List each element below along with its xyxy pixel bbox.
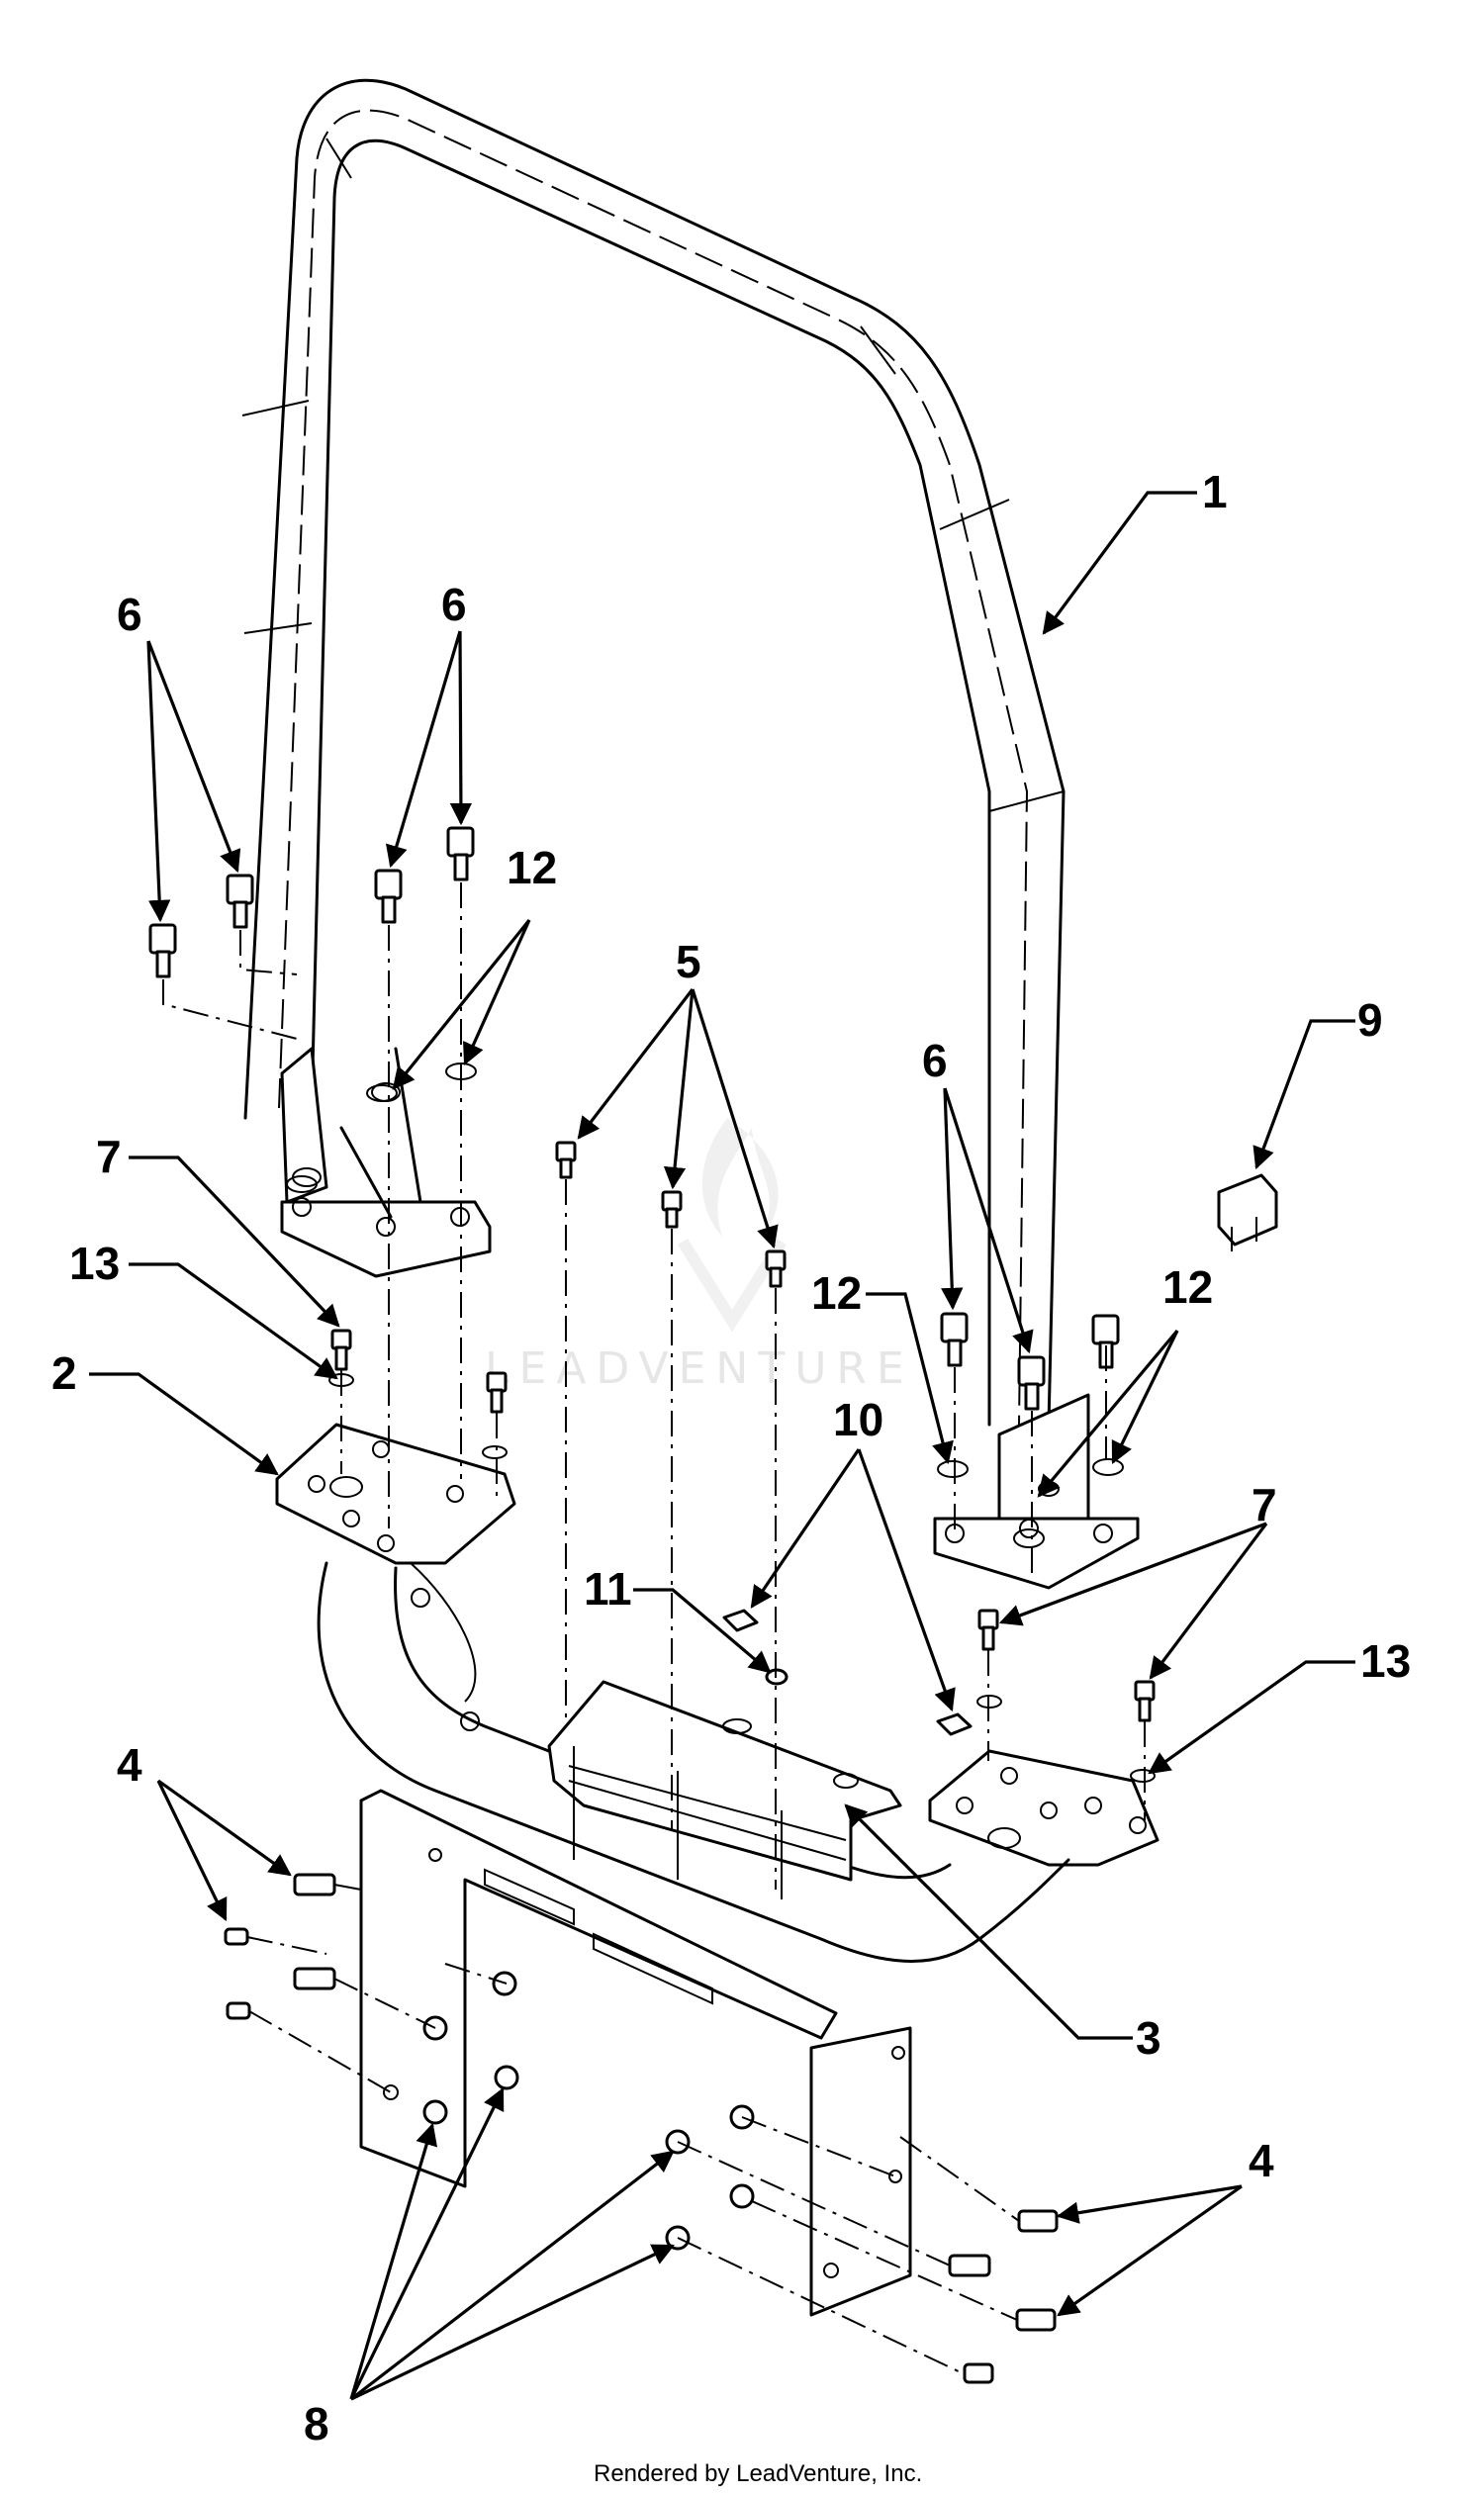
pin-4-f xyxy=(948,2254,991,2277)
left-upper-mount xyxy=(280,1047,492,1278)
bolt-6-c xyxy=(374,869,403,924)
right-lower-plate xyxy=(928,1749,1159,1867)
callout-10: 10 xyxy=(833,1394,883,1445)
clip-9 xyxy=(1217,1173,1278,1251)
pin-4-h xyxy=(963,2362,994,2384)
pin-4-e xyxy=(1017,2209,1059,2233)
pin-4-c xyxy=(293,1967,336,1990)
right-support-plate xyxy=(809,2026,912,2317)
bolt-5-a xyxy=(555,1141,577,1179)
pin-4-b xyxy=(224,1927,249,1946)
callout-3: 3 xyxy=(1136,2012,1161,2064)
callout-6-left: 6 xyxy=(117,589,142,640)
bolt-6-f xyxy=(1017,1355,1046,1411)
bolt-7-c xyxy=(977,1609,999,1651)
watermark-text: LEADVENTURE xyxy=(485,1343,914,1394)
callout-12-right: 12 xyxy=(1162,1261,1213,1313)
nuts-8 xyxy=(422,1971,755,2251)
callout-13-right: 13 xyxy=(1360,1635,1411,1687)
bolt-7-b xyxy=(486,1371,508,1414)
callout-12-left: 12 xyxy=(507,842,557,893)
callout-7-right: 7 xyxy=(1252,1479,1277,1530)
callout-numbers: 1 2 3 4 4 5 6 6 6 7 7 8 9 10 11 12 12 12… xyxy=(51,466,1411,2450)
center-bracket xyxy=(547,1680,902,1899)
callout-4-right: 4 xyxy=(1249,2135,1274,2186)
watermark-logo-icon xyxy=(677,1118,788,1333)
pin-4-a xyxy=(293,1873,336,1896)
roll-bar-hoop xyxy=(241,78,1066,1427)
left-lower-plate xyxy=(275,1423,516,1565)
callout-2: 2 xyxy=(51,1347,77,1399)
bolt-6-b xyxy=(226,874,254,929)
callout-7-left: 7 xyxy=(96,1131,122,1182)
callout-11: 11 xyxy=(584,1563,632,1615)
render-credit: Rendered by LeadVenture, Inc. xyxy=(594,2460,922,2487)
callout-8: 8 xyxy=(304,2398,329,2450)
callout-9: 9 xyxy=(1357,994,1383,1046)
callout-6-middle: 6 xyxy=(441,579,467,630)
bolt-5-b xyxy=(661,1190,683,1229)
bolt-6-e xyxy=(940,1312,969,1367)
bolt-6-d xyxy=(446,826,475,881)
lower-frame-tube xyxy=(317,1561,1070,1963)
bolt-7-a xyxy=(330,1329,352,1371)
assembly-centerlines xyxy=(162,882,1146,2375)
callout-13-left: 13 xyxy=(69,1238,120,1289)
nut-10-a xyxy=(722,1609,759,1632)
callout-12-middle: 12 xyxy=(811,1267,862,1319)
bolt-6-a xyxy=(148,923,177,978)
callout-1: 1 xyxy=(1202,466,1228,517)
bolt-7-d xyxy=(1134,1680,1156,1722)
pin-4-g xyxy=(1015,2308,1057,2332)
left-support-plate xyxy=(359,1789,838,2188)
watermark: LEADVENTURE xyxy=(485,1118,914,1394)
callout-5: 5 xyxy=(676,936,701,987)
pin-4-d xyxy=(226,2001,251,2020)
callout-leaders xyxy=(89,491,1355,2401)
right-upper-mount xyxy=(933,1393,1140,1590)
nut-10-b xyxy=(936,1712,973,1736)
callout-6-right: 6 xyxy=(922,1035,948,1086)
bolt-5-c xyxy=(765,1249,787,1288)
callout-4-left: 4 xyxy=(117,1739,142,1791)
